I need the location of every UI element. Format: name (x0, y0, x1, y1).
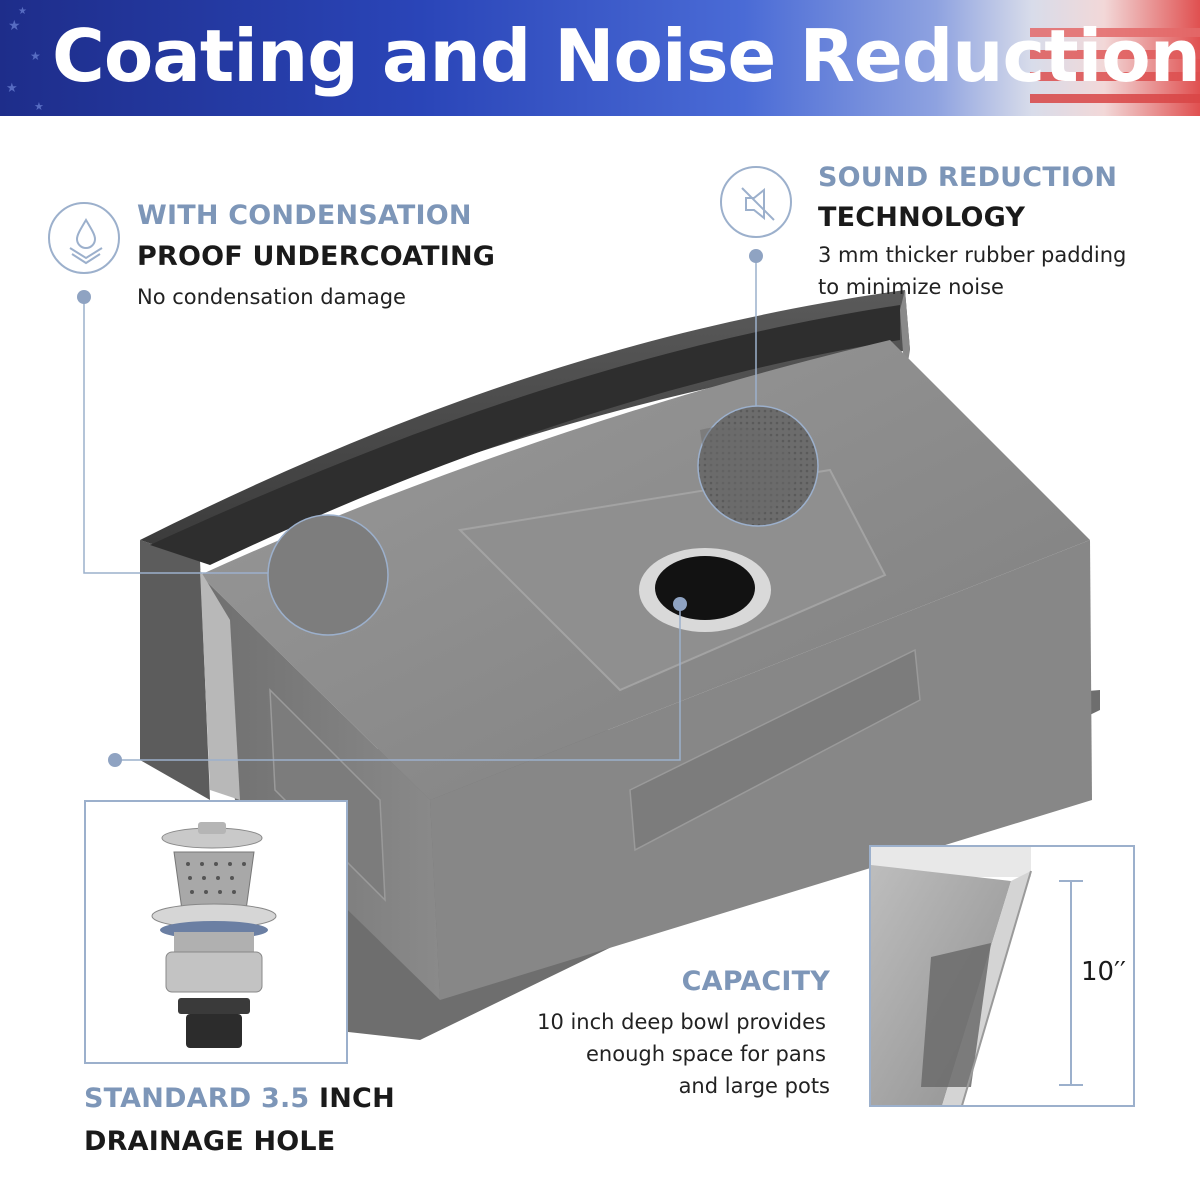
svg-text:★: ★ (30, 49, 41, 63)
svg-text:★: ★ (6, 81, 18, 96)
strainer-basket-image (151, 822, 277, 1048)
capacity-line2: enough space for pans (586, 1042, 826, 1066)
left-flange (140, 540, 210, 800)
condensation-icon-frame (48, 202, 120, 274)
flag-decoration: ★ ★ ★ ★ ★ (6, 6, 1200, 113)
drain-callout-line (115, 604, 681, 761)
page-title: Coating and Noise Reduction (52, 14, 1200, 98)
header-banner: ★ ★ ★ ★ ★ Coating and Noise Reduction (0, 0, 1200, 116)
svg-text:★: ★ (18, 6, 27, 17)
strainer-inset (84, 800, 348, 1064)
drain-hole (655, 556, 755, 620)
sound-description-line2: to minimize noise (818, 275, 1004, 299)
capacity-heading: CAPACITY (681, 966, 830, 997)
svg-text:★: ★ (8, 18, 21, 34)
bowl-corner-image (871, 847, 1133, 1105)
drain-heading-line1: STANDARD 3.5 INCH (84, 1081, 395, 1116)
condensation-description: No condensation damage (137, 285, 406, 309)
capacity-line3: and large pots (678, 1074, 830, 1098)
depth-label: 10′′ (1081, 957, 1126, 987)
svg-text:★: ★ (34, 100, 44, 113)
coating-zoom-circle (267, 514, 389, 636)
sound-icon-frame (720, 166, 792, 238)
water-drop-shield-icon (69, 218, 103, 265)
sound-heading-accent: SOUND REDUCTION (818, 162, 1118, 193)
condensation-heading-dark: PROOF UNDERCOATING (137, 241, 496, 272)
drain-heading-line2: DRAINAGE HOLE (84, 1126, 336, 1157)
drain-heading-accent: STANDARD 3.5 (84, 1083, 310, 1114)
condensation-heading-accent: WITH CONDENSATION (137, 200, 472, 231)
sound-description-line1: 3 mm thicker rubber padding (818, 243, 1127, 267)
sound-heading-dark: TECHNOLOGY (818, 202, 1026, 233)
capacity-line1: 10 inch deep bowl provides (537, 1010, 826, 1034)
muted-speaker-icon (741, 187, 775, 221)
drain-heading-dark-inline: INCH (309, 1083, 395, 1114)
condensation-callout-line (83, 297, 268, 574)
depth-inset: 10′′ (869, 845, 1135, 1107)
